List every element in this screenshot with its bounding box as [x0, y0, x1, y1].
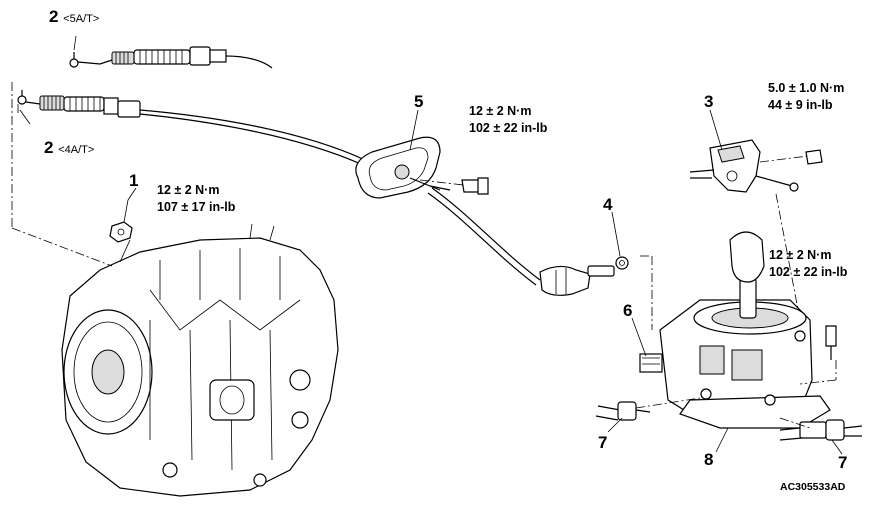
torque-spec-8: 12 ± 2 N·m 102 ± 22 in-lb — [769, 247, 847, 281]
callout-2-left: 2 <4A/T> — [44, 139, 94, 156]
torque-spec-1: 12 ± 2 N·m 107 ± 17 in-lb — [157, 182, 235, 216]
callout-2-top: 2 <5A/T> — [49, 8, 99, 25]
callout-7-left: 7 — [598, 433, 608, 452]
callout-7-right: 7 — [838, 453, 848, 472]
torque-1-inlb: 107 ± 17 in-lb — [157, 200, 236, 214]
cable-grommet — [355, 136, 489, 199]
torque-5-inlb: 102 ± 22 in-lb — [469, 121, 548, 135]
leader-lines — [11, 35, 843, 455]
shift-cable — [17, 90, 629, 296]
callout-5: 5 — [414, 92, 424, 111]
torque-5-nm: 12 ± 2 N·m — [469, 104, 532, 118]
callout-3: 3 — [704, 92, 714, 111]
transmission-nut — [109, 199, 133, 243]
torque-spec-5: 12 ± 2 N·m 102 ± 22 in-lb — [469, 103, 547, 137]
figure-code: AC305533AD — [780, 481, 846, 493]
callout-8: 8 — [704, 450, 714, 469]
callout-2-left-number: 2 — [44, 138, 54, 157]
callout-4: 4 — [603, 195, 613, 214]
callout-2-left-variant: <4A/T> — [58, 144, 95, 156]
cable-end-5at — [69, 46, 273, 69]
torque-3-inlb: 44 ± 9 in-lb — [768, 98, 833, 112]
callout-1: 1 — [129, 171, 139, 190]
callout-2-top-variant: <5A/T> — [63, 13, 100, 25]
harness-connectors — [595, 401, 863, 441]
selector-bracket — [689, 139, 823, 321]
transmission-assembly — [61, 223, 339, 497]
torque-3-nm: 5.0 ± 1.0 N·m — [768, 81, 845, 95]
callout-6: 6 — [623, 301, 633, 320]
shift-lever-assembly — [639, 231, 837, 429]
torque-1-nm: 12 ± 2 N·m — [157, 183, 220, 197]
callout-2-top-number: 2 — [49, 7, 59, 26]
torque-8-inlb: 102 ± 22 in-lb — [769, 265, 848, 279]
torque-spec-3: 5.0 ± 1.0 N·m 44 ± 9 in-lb — [768, 80, 844, 114]
torque-8-nm: 12 ± 2 N·m — [769, 248, 832, 262]
